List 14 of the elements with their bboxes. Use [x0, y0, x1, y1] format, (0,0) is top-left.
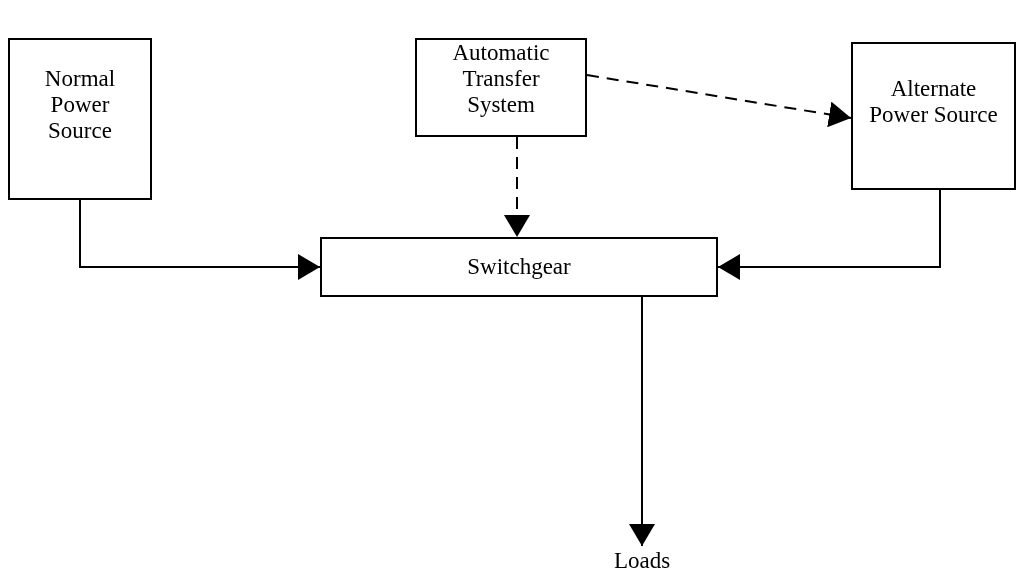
node-label: Loads: [613, 548, 671, 574]
arrow: [504, 136, 530, 238]
arrow: [79, 199, 321, 280]
box-label: Alternate Power Source: [868, 76, 999, 128]
process-box: [851, 42, 1016, 190]
arrow: [586, 74, 852, 128]
box-label: Switchgear: [467, 254, 571, 280]
process-box: [8, 38, 152, 200]
box-label: Automatic Transfer System: [451, 39, 551, 118]
process-box: [320, 237, 718, 297]
box-label: Normal Power Source: [43, 66, 117, 144]
arrow: [629, 296, 655, 547]
process-box: [415, 38, 587, 137]
arrow: [717, 189, 941, 280]
